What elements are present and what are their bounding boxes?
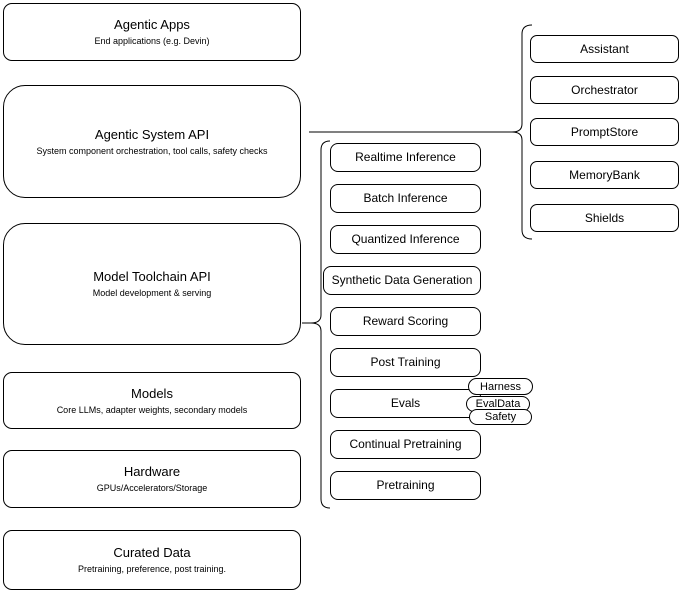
node-pretraining: Pretraining [330,471,481,500]
node-post-training: Post Training [330,348,481,377]
node-subtitle: End applications (e.g. Devin) [94,36,210,46]
node-label: Continual Pretraining [349,437,462,451]
node-curated-data: Curated Data Pretraining, preference, po… [3,530,301,590]
node-evals: Evals [330,389,481,418]
node-label: Reward Scoring [362,314,449,328]
node-label: Assistant [580,41,629,56]
node-subtitle: System component orchestration, tool cal… [36,145,268,156]
node-continual-pretraining: Continual Pretraining [330,430,481,459]
node-title: Curated Data [113,545,191,560]
node-label: Post Training [370,355,441,369]
node-orchestrator: Orchestrator [530,76,679,104]
node-label: PromptStore [570,124,639,139]
node-synthetic-data-generation: Synthetic Data Generation [323,266,481,295]
node-shields: Shields [530,204,679,232]
node-subtitle: Model development & serving [92,288,212,298]
node-label: Synthetic Data Generation [331,273,473,287]
node-title: Model Toolchain API [93,269,211,284]
node-hardware: Hardware GPUs/Accelerators/Storage [3,450,301,508]
node-quantized-inference: Quantized Inference [330,225,481,254]
tag-label: EvalData [475,398,521,410]
tag-safety: Safety [469,409,532,425]
node-title: Models [131,385,173,401]
node-title: Agentic Apps [114,17,190,32]
node-label: MemoryBank [569,167,640,182]
node-subtitle: Core LLMs, adapter weights, secondary mo… [56,404,248,415]
node-realtime-inference: Realtime Inference [330,143,481,172]
node-label: Pretraining [376,478,435,492]
tag-label: Safety [484,411,517,423]
node-label: Realtime Inference [355,150,456,164]
node-label: Batch Inference [363,191,448,205]
node-title: Agentic System API [94,126,210,142]
node-agentic-system-api: Agentic System API System component orch… [3,85,301,198]
node-model-toolchain-api: Model Toolchain API Model development & … [3,223,301,345]
node-batch-inference: Batch Inference [330,184,481,213]
node-promptstore: PromptStore [530,118,679,146]
node-memorybank: MemoryBank [530,161,679,189]
system-components-bracket [511,24,533,240]
node-assistant: Assistant [530,35,679,63]
node-label: Shields [584,210,625,225]
tag-label: Harness [480,380,521,393]
node-subtitle: GPUs/Accelerators/Storage [96,483,208,493]
toolchain-components-bracket [310,140,331,509]
node-agentic-apps: Agentic Apps End applications (e.g. Devi… [3,3,301,61]
node-reward-scoring: Reward Scoring [330,307,481,336]
node-title: Hardware [123,464,181,479]
tag-harness: Harness [468,378,533,395]
node-label: Evals [390,396,421,410]
node-label: Quantized Inference [351,232,460,246]
node-models: Models Core LLMs, adapter weights, secon… [3,372,301,429]
node-label: Orchestrator [571,82,638,97]
node-subtitle: Pretraining, preference, post training. [77,564,227,574]
